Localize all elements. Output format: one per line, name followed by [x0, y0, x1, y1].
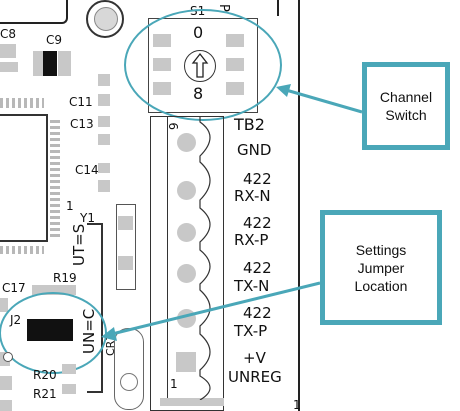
c17-pad [0, 298, 8, 312]
c8-label: C8 [0, 27, 17, 41]
settings-jumper-callout: Settings Jumper Location [320, 210, 442, 325]
r20-label: R20 [33, 368, 57, 382]
c9-body [43, 51, 57, 76]
r19-pad [32, 285, 76, 295]
ic-chip [0, 114, 48, 242]
tb2-terminal-1 [177, 133, 196, 152]
c17-label: C17 [2, 281, 26, 295]
c9-pad-left [33, 51, 45, 76]
c8-pad-lower [0, 62, 18, 72]
tb2-label: TB2 [234, 115, 265, 134]
ic-pins-right [50, 120, 60, 238]
rx-p-label: RX-P [234, 231, 269, 249]
board-edge-top-stub [277, 0, 279, 16]
c11-label: C11 [69, 95, 93, 109]
y1-label: Y1 [80, 211, 95, 225]
r21-bottom-pad [0, 400, 12, 411]
settings-jumper-pointer-arrowhead [101, 327, 117, 341]
r20-pad-right [62, 364, 76, 374]
r21-label: R21 [33, 387, 57, 401]
r19-label: R19 [53, 271, 77, 285]
c14-label: C14 [75, 163, 99, 177]
settings-jumper-pointer-line [111, 281, 321, 336]
vplus-label: +V [243, 349, 266, 367]
push-button-outer [86, 0, 124, 38]
rx-n-label: RX-N [234, 187, 271, 205]
bottom-pin1-label: 1 [293, 398, 301, 411]
y1-pad-bottom [118, 256, 133, 270]
ic-pins-top [0, 98, 44, 108]
ic-pins-bottom [0, 246, 44, 254]
push-button-inner [94, 7, 118, 31]
tx-p-prefix: 422 [243, 304, 272, 322]
unreg-label: UNREG [228, 368, 282, 386]
c14-pad-top [98, 163, 110, 173]
c9-label: C9 [46, 33, 63, 47]
c11-pad-top [98, 74, 110, 86]
channel-switch-highlight-circle [124, 9, 282, 121]
tx-n-label: TX-N [234, 277, 270, 295]
channel-switch-pointer-line [285, 88, 363, 114]
tb2-terminal-square [176, 352, 196, 372]
c13-pad-top [98, 116, 110, 127]
tb2-separator [167, 116, 168, 400]
jumper-bracket [87, 223, 103, 393]
c13-label: C13 [70, 117, 94, 131]
y1-crystal [116, 204, 136, 290]
gnd-label: GND [237, 141, 272, 159]
channel-switch-pointer-arrowhead [276, 84, 291, 97]
tb2-terminal-3 [177, 223, 196, 242]
r21-pad [62, 384, 76, 394]
tb2-scallop-edge [199, 116, 211, 400]
r20-body [0, 376, 12, 390]
board-edge-right [298, 0, 300, 411]
c8-pad [0, 44, 16, 58]
c13-pad-bottom [98, 134, 110, 145]
tb2-pin1-label: 1 [170, 377, 178, 391]
tb2-terminal-4 [177, 264, 196, 283]
rx-p-prefix: 422 [243, 214, 272, 232]
top-left-component-outline [0, 0, 68, 24]
tx-p-label: TX-P [234, 322, 268, 340]
c11-pad-bottom [98, 94, 110, 106]
pin1-marker-label: 1 [66, 199, 74, 213]
channel-switch-callout: Channel Switch [362, 62, 450, 150]
tb2-bottom-bar [160, 398, 224, 406]
c14-pad-bottom [98, 180, 110, 192]
tb2-terminal-2 [177, 181, 196, 200]
tx-n-prefix: 422 [243, 259, 272, 277]
c9-pad-right [58, 51, 71, 76]
cr7-lens [120, 373, 138, 391]
y1-pad-top [118, 216, 133, 230]
r20-via [3, 352, 13, 362]
rx-n-prefix: 422 [243, 170, 272, 188]
j2-highlight-circle [0, 292, 107, 374]
